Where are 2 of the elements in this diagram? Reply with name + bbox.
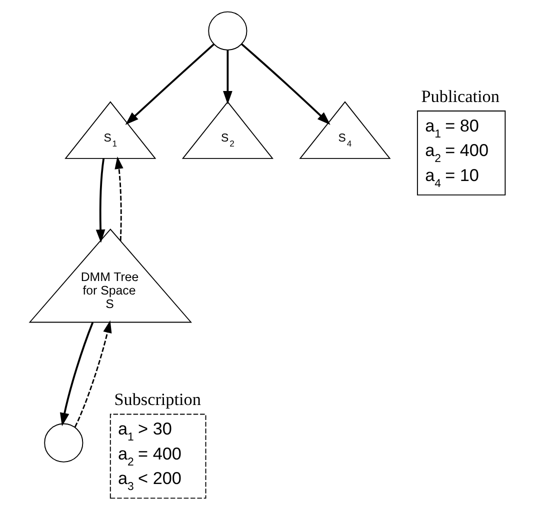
node-label: Publication [420,86,499,106]
node-label: Subscription [114,390,200,410]
